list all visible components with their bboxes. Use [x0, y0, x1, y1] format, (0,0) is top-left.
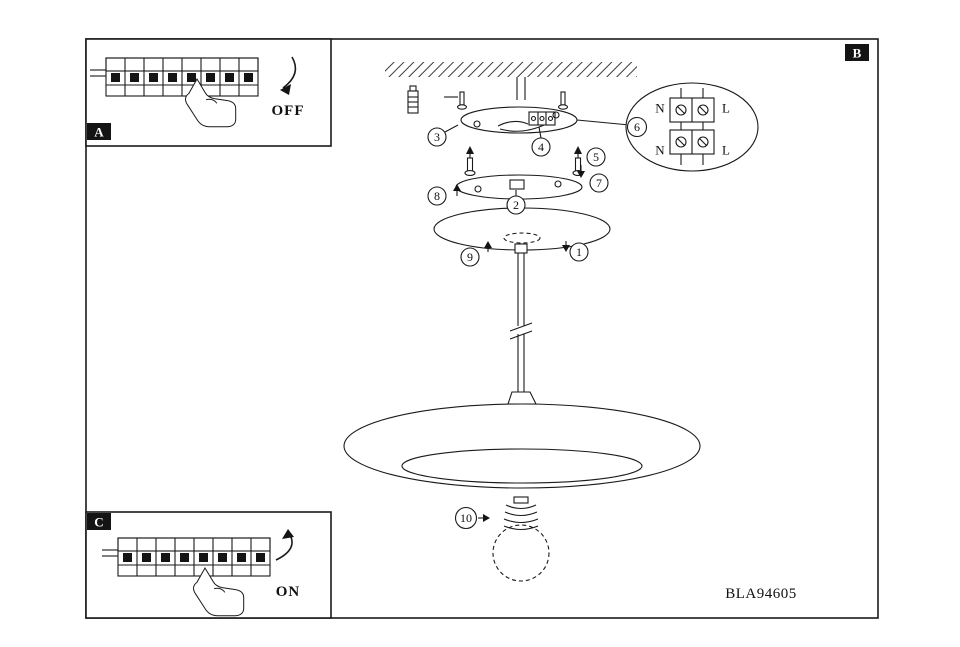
callout-4: 4	[531, 137, 551, 157]
section-label-a-box	[87, 123, 111, 140]
callout-leader	[444, 124, 459, 133]
callout-leader	[538, 126, 542, 139]
callout-6: 6	[626, 116, 648, 138]
callout-label: 6	[634, 120, 640, 134]
canopy-plate	[460, 106, 578, 134]
callout-label: 8	[434, 189, 440, 203]
arrow-up-icon	[453, 184, 461, 196]
arrow-right-icon	[478, 514, 490, 522]
callout-label: 4	[538, 140, 544, 154]
page-border	[85, 38, 879, 619]
section-label-c: C	[94, 515, 103, 530]
mounting-screw	[464, 146, 476, 176]
callout-2: 2	[506, 195, 526, 215]
breaker-panel	[102, 537, 271, 577]
wall-anchor-icon	[407, 85, 419, 114]
inset-power-off: OFF A	[85, 38, 332, 147]
section-label-b-box	[845, 44, 869, 61]
rotate-arrow-icon	[280, 56, 297, 95]
callout-label: 2	[513, 198, 519, 212]
on-caption: ON	[276, 584, 301, 600]
pointing-hand-icon	[185, 78, 237, 128]
off-caption: OFF	[272, 103, 305, 119]
ceiling-screw	[456, 91, 468, 110]
assembly-diagram: N L N L	[343, 62, 759, 582]
arrow-down-icon	[562, 241, 570, 252]
terminal-label-l-upper: L	[722, 101, 730, 116]
breaker-panel	[90, 57, 259, 97]
ceiling-cover-disc	[433, 207, 611, 254]
ceiling-hatch	[385, 62, 637, 77]
terminal-label-n-lower: N	[655, 143, 665, 158]
callout-1: 1	[569, 242, 589, 262]
callout-3: 3	[427, 127, 447, 147]
terminal-label-l-lower: L	[722, 143, 730, 158]
callout-8: 8	[427, 186, 447, 206]
rotate-arrow-icon	[275, 529, 294, 561]
arrow-down-icon	[577, 165, 585, 178]
callout-label: 1	[576, 245, 582, 259]
callout-label: 3	[434, 130, 440, 144]
lamp-shade	[343, 403, 701, 489]
ceiling-screw	[557, 91, 569, 110]
callout-9: 9	[460, 247, 480, 267]
pendant-rod	[507, 253, 537, 405]
inset-power-on: ON C	[85, 511, 332, 619]
section-label-a: A	[94, 125, 104, 140]
section-label-b: B	[853, 46, 862, 61]
callout-label: 9	[467, 250, 473, 264]
arrow-up-icon	[484, 241, 492, 252]
part-number: BLA94605	[725, 586, 797, 602]
pointing-hand-icon	[193, 567, 245, 617]
terminal-detail-circle: N L N L	[625, 82, 759, 172]
callout-label: 5	[593, 150, 599, 164]
callout-5: 5	[586, 147, 606, 167]
mounting-bracket	[455, 174, 583, 200]
terminal-label-n-upper: N	[655, 101, 665, 116]
section-label-c-box	[87, 513, 111, 530]
callout-10: 10	[454, 506, 478, 530]
callout-label: 7	[596, 176, 602, 190]
callout-label: 10	[460, 511, 472, 525]
callout-7: 7	[589, 173, 609, 193]
light-bulb	[492, 496, 550, 582]
